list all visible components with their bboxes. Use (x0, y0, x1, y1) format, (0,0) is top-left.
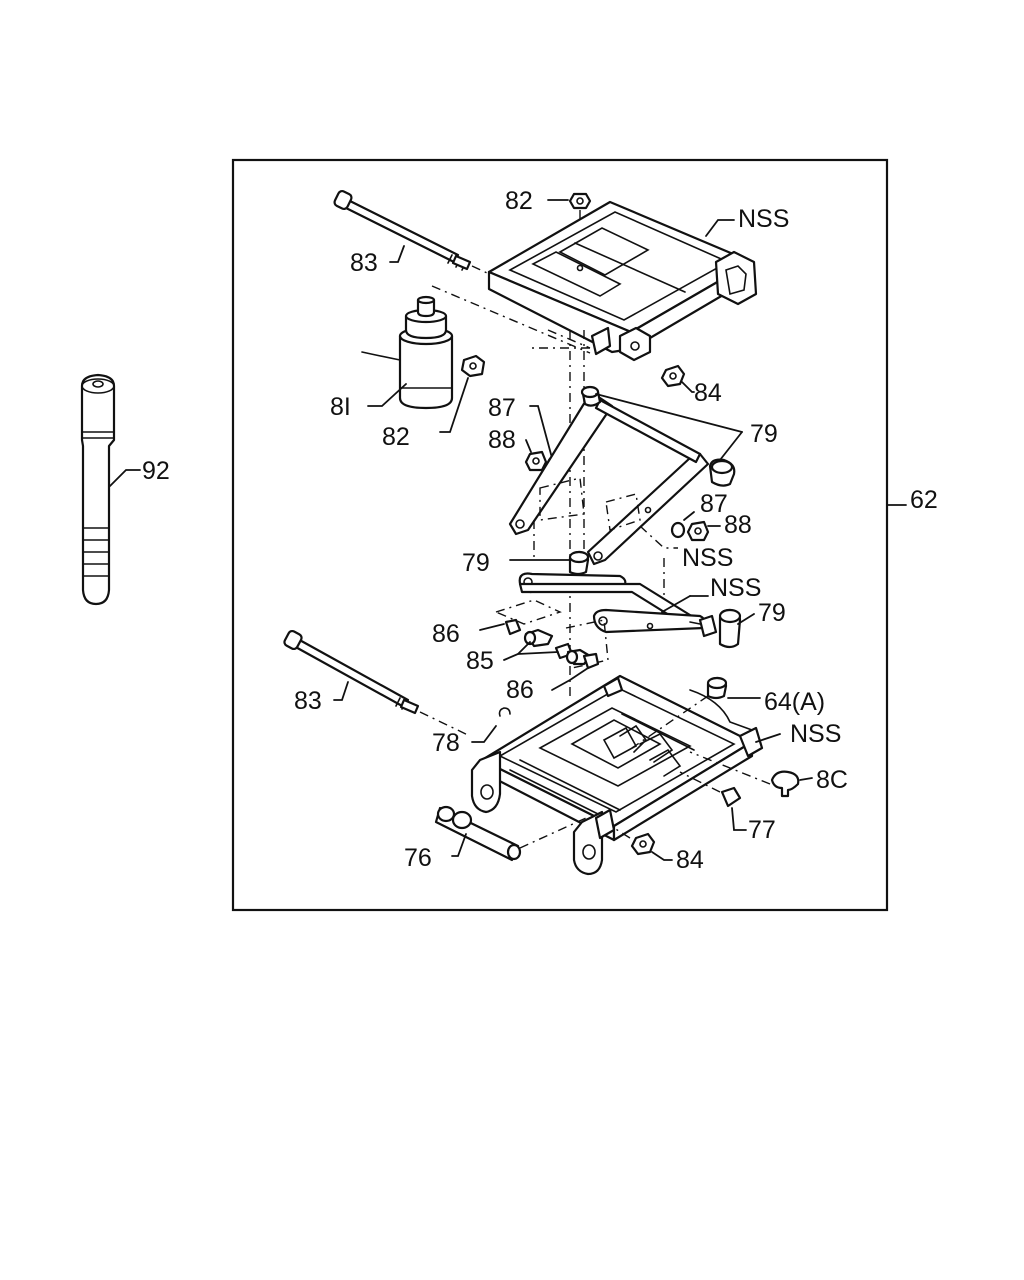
bolt-77 (679, 771, 747, 831)
label-79-right: 79 (750, 420, 778, 448)
label-87-right: 87 (700, 490, 728, 518)
clip-78 (471, 707, 511, 743)
label-62: 62 (910, 486, 938, 514)
nut-84-top (660, 364, 695, 393)
scissor-link-lower (509, 550, 755, 649)
label-nss-top: NSS (738, 205, 789, 233)
label-85: 85 (466, 647, 494, 675)
label-nss-mid-1: NSS (682, 544, 733, 572)
label-87-left: 87 (488, 394, 516, 422)
label-8c: 8C (816, 766, 848, 794)
nut-82-top (547, 192, 592, 275)
base-frame (470, 674, 781, 876)
label-86-lower: 86 (506, 676, 534, 704)
label-88-left: 88 (488, 426, 516, 454)
label-84-top: 84 (694, 379, 722, 407)
label-79-left: 79 (462, 549, 490, 577)
label-64a: 64(A) (764, 688, 825, 716)
bolts-85-86 (479, 618, 600, 691)
top-seat-plate (487, 200, 758, 362)
knob-80 (689, 751, 813, 798)
label-88-right: 88 (724, 511, 752, 539)
label-83-bottom: 83 (294, 687, 322, 715)
label-nss-mid-2: NSS (710, 574, 761, 602)
scissor-link-upper (508, 385, 743, 566)
label-77: 77 (748, 816, 776, 844)
label-81: 8I (330, 393, 351, 421)
label-92: 92 (142, 457, 170, 485)
washer-nut-87-88-right (670, 511, 721, 542)
pin-83-bottom (283, 629, 471, 737)
label-84-bottom: 84 (676, 846, 704, 874)
label-82-top: 82 (505, 187, 533, 215)
rod-92 (80, 373, 141, 606)
label-78: 78 (432, 729, 460, 757)
nut-84-bottom (613, 827, 673, 861)
label-76: 76 (404, 844, 432, 872)
pin-76 (434, 805, 587, 862)
label-nss-base: NSS (790, 720, 841, 748)
label-79-lower: 79 (758, 599, 786, 627)
nut-82-left (439, 354, 486, 433)
label-82-left: 82 (382, 423, 410, 451)
solenoid-81 (361, 295, 454, 410)
assembly-frame (231, 158, 889, 912)
knob-64a (631, 676, 761, 749)
label-86-upper: 86 (432, 620, 460, 648)
label-83-top: 83 (350, 249, 378, 277)
